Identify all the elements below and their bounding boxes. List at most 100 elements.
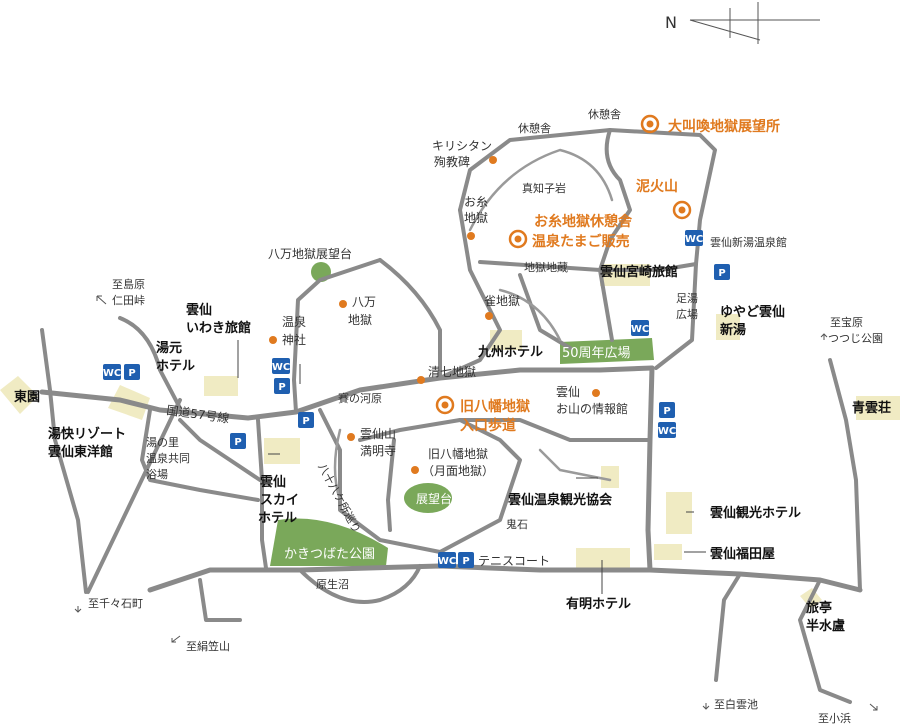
parking-icon: P bbox=[659, 402, 675, 418]
target-icon bbox=[508, 229, 528, 249]
label-hansuiro-2: 半水盧 bbox=[806, 618, 845, 634]
label-yukai-2: 雲仙東洋館 bbox=[48, 444, 113, 460]
label-oito-2: 地獄 bbox=[464, 211, 488, 225]
label-yamanojoho-1: 雲仙 bbox=[556, 385, 580, 399]
label-kyuhachiman-1: 旧八幡地獄 bbox=[428, 446, 488, 461]
label-yunosato-1: 湯の里 bbox=[146, 436, 179, 449]
svg-text:WC: WC bbox=[272, 362, 290, 373]
label-kiseki: 鬼石 bbox=[506, 517, 528, 531]
north-arrow-icon bbox=[689, 2, 820, 44]
svg-text:WC: WC bbox=[103, 368, 121, 379]
label-kirishitan-1: キリシタン bbox=[432, 139, 492, 153]
label-shinyu-onsenkan: 雲仙新湯温泉館 bbox=[710, 235, 787, 249]
label-oito-rest-1: お糸地獄休憩舎 bbox=[534, 213, 633, 230]
label-sky-2: スカイ bbox=[260, 493, 299, 508]
label-kyuhachiman-entry-1: 旧八幡地獄 bbox=[460, 398, 530, 415]
svg-text:P: P bbox=[718, 268, 725, 279]
svg-text:P: P bbox=[128, 368, 135, 379]
label-kirishitan-2: 殉教碑 bbox=[434, 154, 470, 169]
svg-text:WC: WC bbox=[631, 324, 649, 335]
label-sky-1: 雲仙 bbox=[260, 474, 286, 490]
label-ashiyu-1: 足湯 bbox=[676, 292, 698, 305]
parking-icon: P bbox=[230, 433, 246, 449]
svg-text:P: P bbox=[663, 406, 670, 417]
svg-text:P: P bbox=[302, 416, 309, 427]
label-sainokawara: 賽の河原 bbox=[338, 391, 382, 405]
label-mankyoji-1: 雲仙山 bbox=[360, 427, 396, 441]
wc-icon: WC bbox=[103, 364, 121, 380]
label-hachiman-1: 八万 bbox=[352, 295, 376, 309]
label-miyazaki: 雲仙宮崎旅館 bbox=[600, 264, 678, 280]
label-oosakebi: 大叫喚地獄展望所 bbox=[668, 118, 780, 135]
label-mankyoji-2: 満明寺 bbox=[360, 444, 396, 458]
label-seishichi: 清七地獄 bbox=[428, 365, 476, 379]
label-anniversary: 50周年広場 bbox=[562, 346, 631, 361]
label-tennis: テニスコート bbox=[478, 554, 550, 568]
label-hachiman-tenbodai: 八万地獄展望台 bbox=[268, 246, 352, 261]
label-iwaki-2: いわき旅館 bbox=[186, 320, 251, 336]
label-kakitsubata: かきつばた公園 bbox=[284, 547, 375, 562]
highlight-markers bbox=[435, 114, 692, 415]
label-toen: 東園 bbox=[14, 389, 40, 405]
label-iwaki-1: 雲仙 bbox=[186, 302, 212, 318]
label-yukai-1: 湯快リゾート bbox=[48, 426, 126, 442]
label-seiunso: 青雲荘 bbox=[852, 400, 891, 416]
label-dir-chijiwa: 至千々石町 bbox=[88, 597, 143, 610]
target-icon bbox=[435, 395, 455, 415]
label-kyuhachiman-entry-2: 入口歩道 bbox=[460, 417, 516, 434]
parking-icon: P bbox=[274, 378, 290, 394]
label-dir-kinugasa: 至絹笠山 bbox=[186, 639, 230, 653]
svg-text:P: P bbox=[234, 437, 241, 448]
label-yunosato-3: 浴場 bbox=[146, 468, 168, 481]
label-yuyado-2: 新湯 bbox=[720, 322, 746, 338]
label-dir-takarabara-1: 至宝原 bbox=[830, 315, 863, 329]
target-icon bbox=[640, 114, 660, 134]
wc-icon: WC bbox=[272, 358, 290, 374]
label-yunosato-2: 温泉共同 bbox=[146, 451, 190, 465]
label-route57: 国道57号線 bbox=[166, 402, 231, 426]
compass-label: N bbox=[665, 13, 677, 32]
label-yamanojoho-2: お山の情報館 bbox=[556, 401, 628, 416]
label-ashiyu-2: 広場 bbox=[676, 308, 698, 321]
label-kyukeisha-top: 休憩舎 bbox=[588, 107, 621, 121]
label-oito-1: お糸 bbox=[464, 195, 488, 209]
label-machiiwa: 真知子岩 bbox=[522, 181, 566, 195]
label-deikazan: 泥火山 bbox=[636, 178, 678, 195]
label-dir-shimabara-1: 至島原 bbox=[112, 277, 145, 291]
label-dir-takarabara-2: つつじ公園 bbox=[828, 332, 883, 345]
svg-text:WC: WC bbox=[685, 234, 703, 245]
label-oito-rest-2: 温泉たまご販売 bbox=[532, 233, 630, 250]
wc-icon: WC bbox=[631, 320, 649, 336]
label-hansuiro-1: 旅亭 bbox=[806, 600, 832, 616]
label-dir-shirakumo: 至白雲池 bbox=[714, 697, 758, 711]
label-kanko-hotel: 雲仙観光ホテル bbox=[710, 505, 801, 521]
label-sky-3: ホテル bbox=[258, 511, 297, 526]
direction-arrows bbox=[74, 295, 878, 711]
svg-text:P: P bbox=[462, 556, 469, 567]
svg-text:P: P bbox=[278, 382, 285, 393]
label-fukudaya: 雲仙福田屋 bbox=[710, 546, 775, 562]
label-suzume: 雀地獄 bbox=[484, 294, 520, 308]
facility-markers: WC P WC P P P WC WC P P WC WC P bbox=[103, 230, 730, 568]
label-kyuhachiman-2: （月面地獄） bbox=[422, 464, 494, 478]
leader-lines bbox=[237, 340, 706, 594]
parking-icon: P bbox=[124, 364, 140, 380]
label-onsen-2: 神社 bbox=[282, 332, 306, 347]
parking-icon: P bbox=[458, 552, 474, 568]
parking-icon: P bbox=[298, 412, 314, 428]
label-jigokujizo: 地獄地蔵 bbox=[524, 261, 568, 274]
target-icon bbox=[672, 200, 692, 220]
label-tenbodai: 展望台 bbox=[416, 491, 452, 506]
label-ariake: 有明ホテル bbox=[566, 596, 631, 612]
label-onsen-1: 温泉 bbox=[282, 315, 306, 329]
label-haramachi: 原生沼 bbox=[316, 577, 349, 591]
wc-icon: WC bbox=[685, 230, 703, 246]
label-yuyado-1: ゆやど雲仙 bbox=[720, 304, 785, 320]
label-hachiman-2: 地獄 bbox=[348, 313, 372, 327]
label-kanko-kyokai: 雲仙温泉観光協会 bbox=[508, 492, 613, 508]
road-network bbox=[39, 128, 863, 704]
label-dir-obama: 至小浜 bbox=[818, 712, 851, 725]
label-yumoto-2: ホテル bbox=[156, 359, 195, 374]
parking-icon: P bbox=[714, 264, 730, 280]
